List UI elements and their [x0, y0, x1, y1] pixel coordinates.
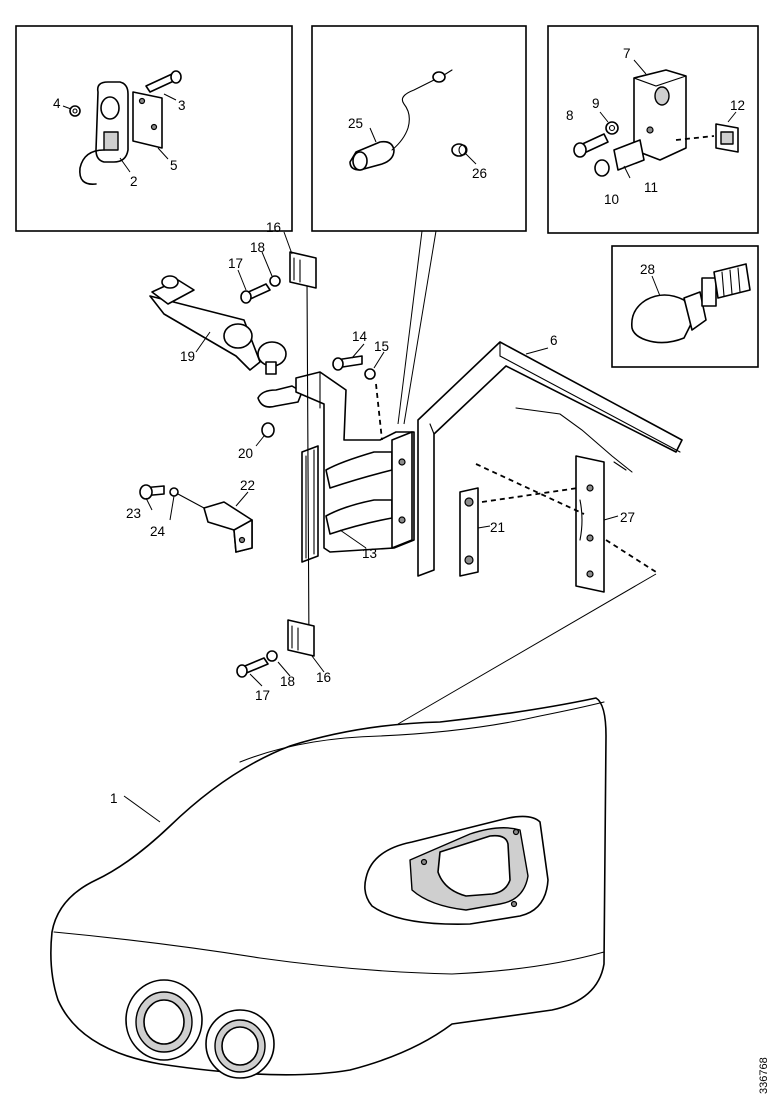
callout-2: 2	[130, 174, 138, 189]
hinge-pad-bottom	[236, 619, 315, 678]
callout-18-top: 18	[250, 240, 265, 255]
callout-10: 10	[604, 192, 619, 207]
drawing-reference-number: 336768	[758, 1057, 770, 1094]
callout-12: 12	[730, 98, 745, 113]
callout-11: 11	[644, 180, 658, 195]
plate-27	[575, 455, 605, 593]
plate-21	[459, 487, 479, 577]
inset-reflector-bracket	[547, 25, 759, 234]
callout-27: 27	[620, 510, 635, 525]
callout-28: 28	[640, 262, 655, 277]
callout-15: 15	[374, 339, 389, 354]
callout-3: 3	[178, 98, 186, 113]
mounting-arm	[149, 275, 303, 408]
hinge-pad-top	[240, 251, 317, 304]
callout-21: 21	[490, 520, 505, 535]
callout-labels: 1 2 3 4 5 6 7 8 9 10 11 12 13 14 15 16 1…	[53, 46, 770, 1094]
callout-17-top: 17	[228, 256, 243, 271]
callout-19: 19	[180, 349, 195, 364]
callout-7: 7	[623, 46, 631, 61]
callout-16-bottom: 16	[316, 670, 331, 685]
callout-18-bottom: 18	[280, 674, 295, 689]
callout-20: 20	[238, 446, 253, 461]
main-bracket	[295, 371, 415, 563]
callout-17-bottom: 17	[255, 688, 270, 703]
callout-4: 4	[53, 96, 61, 111]
small-bracket	[139, 484, 253, 553]
callout-16-top: 16	[266, 220, 281, 235]
frame-bar	[417, 341, 683, 577]
callout-25: 25	[348, 116, 363, 131]
callout-14: 14	[352, 329, 368, 344]
front-panel	[50, 697, 607, 1079]
callout-22: 22	[240, 478, 255, 493]
main-assembly	[139, 231, 683, 725]
inset-side-marker-lamp	[611, 245, 759, 368]
callout-6: 6	[550, 333, 558, 348]
callout-13: 13	[362, 546, 377, 561]
callout-26: 26	[472, 166, 487, 181]
callout-9: 9	[592, 96, 600, 111]
callout-8: 8	[566, 108, 574, 123]
callout-1: 1	[110, 791, 118, 806]
inset-lamp-bracket	[15, 25, 293, 232]
inset-cable-sensor	[311, 25, 527, 425]
callout-5: 5	[170, 158, 178, 173]
callout-24: 24	[150, 524, 166, 539]
callout-23: 23	[126, 506, 141, 521]
